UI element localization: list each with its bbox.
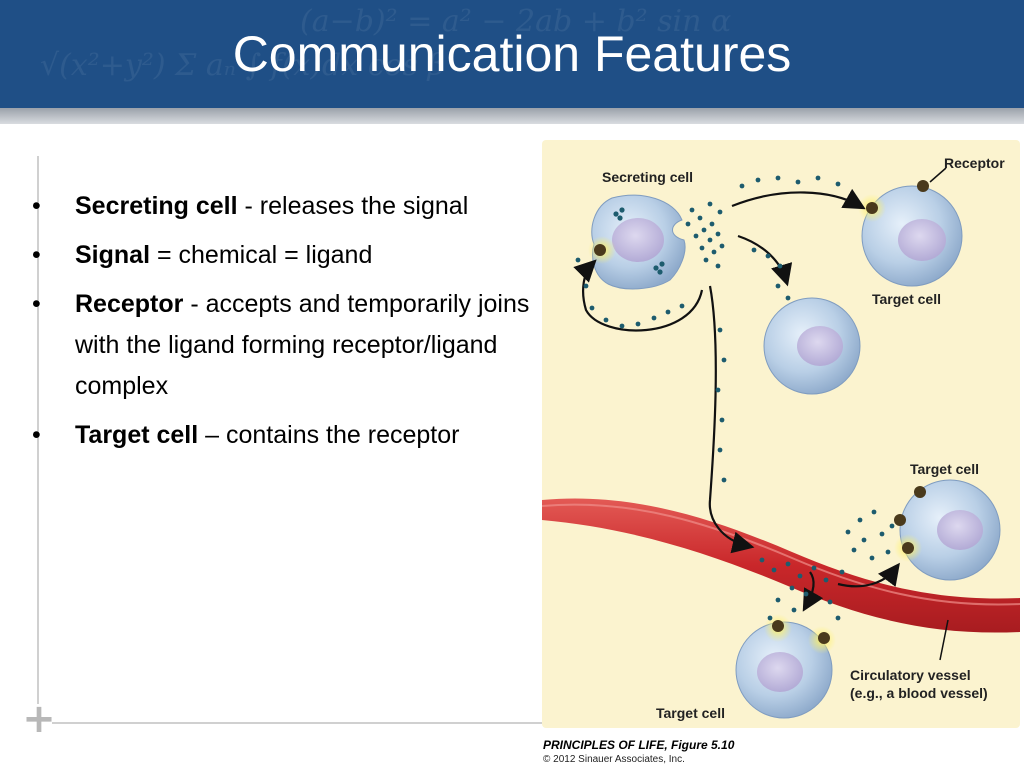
- arrow-to-top-target: [731, 188, 866, 210]
- bullet-dot-icon: •: [32, 290, 41, 318]
- bullet-text: – contains the receptor: [198, 421, 460, 449]
- bullet-list: • Secreting cell - releases the signal • S…: [28, 186, 533, 464]
- arrow-to-right-target: [837, 562, 900, 588]
- figure-credit: PRINCIPLES OF LIFE, Figure 5.10 © 2012 S…: [543, 737, 963, 766]
- bullet-term: Secreting cell: [75, 192, 238, 220]
- figure-background: [542, 140, 1020, 728]
- target-cell-top: [858, 180, 963, 287]
- secretory-vesicles: [613, 207, 665, 275]
- label-target-cell-top: Target cell: [872, 291, 941, 307]
- label-vessel-line2: (e.g., a blood vessel): [850, 685, 988, 701]
- receptor-pointer: [929, 167, 947, 183]
- target-cell-bottom: [735, 614, 836, 719]
- bullet-dot-icon: •: [32, 192, 41, 220]
- label-vessel-line1: Circulatory vessel: [850, 667, 971, 683]
- bullet-item: • Receptor - accepts and temporarily join…: [28, 284, 533, 407]
- label-target-cell-bottom: Target cell: [656, 705, 725, 721]
- bottom-guide-line: [52, 722, 542, 724]
- title-bar: (a−b)² = a² − 2ab + b² sin α √(x²+y²) Σ …: [0, 0, 1024, 108]
- cell-signaling-figure: Secreting cell Receptor Target cell Targ…: [542, 140, 1020, 728]
- bullet-text: - accepts and temporarily joins with the…: [75, 290, 530, 400]
- arrow-autocrine-loop: [573, 259, 704, 332]
- credit-title: PRINCIPLES OF LIFE, Figure 5.10: [543, 738, 735, 752]
- label-secreting-cell: Secreting cell: [602, 169, 693, 185]
- bullet-term: Target cell: [75, 421, 199, 449]
- plus-icon: +: [22, 696, 56, 742]
- bullet-item: • Secreting cell - releases the signal: [28, 186, 533, 227]
- header-formula-watermark: (a−b)² = a² − 2ab + b² sin α √(x²+y²) Σ …: [40, 4, 732, 83]
- bullet-item: • Signal = chemical = ligand: [28, 235, 533, 276]
- vessel-pointer: [939, 619, 949, 661]
- vessel-highlight: [542, 503, 1020, 606]
- blood-vessel: [542, 498, 1020, 633]
- label-receptor: Receptor: [944, 155, 1005, 171]
- ligand-molecules: [575, 175, 895, 621]
- bullet-term: Signal: [75, 241, 151, 269]
- label-target-cell-right: Target cell: [910, 461, 979, 477]
- bullet-item: • Target cell – contains the receptor: [28, 415, 533, 456]
- bullet-term: Receptor: [75, 290, 184, 318]
- target-cell-right: [894, 479, 1001, 581]
- arrow-to-middle-target: [737, 234, 793, 287]
- left-guide-line: [37, 156, 39, 704]
- target-cell-middle: [763, 297, 861, 395]
- secreting-cell: [588, 194, 686, 290]
- signal-arrows: [573, 188, 900, 612]
- bullet-dot-icon: •: [32, 421, 41, 449]
- bullet-dot-icon: •: [32, 241, 41, 269]
- bullet-text: - releases the signal: [237, 192, 469, 220]
- credit-copyright: © 2012 Sinauer Associates, Inc.: [543, 754, 685, 765]
- arrow-to-bottom-target: [802, 571, 824, 612]
- bullet-text: = chemical = ligand: [150, 241, 373, 269]
- slide-title: Communication Features: [232, 26, 792, 82]
- arrow-to-vessel: [708, 285, 755, 554]
- header-divider: [0, 108, 1024, 124]
